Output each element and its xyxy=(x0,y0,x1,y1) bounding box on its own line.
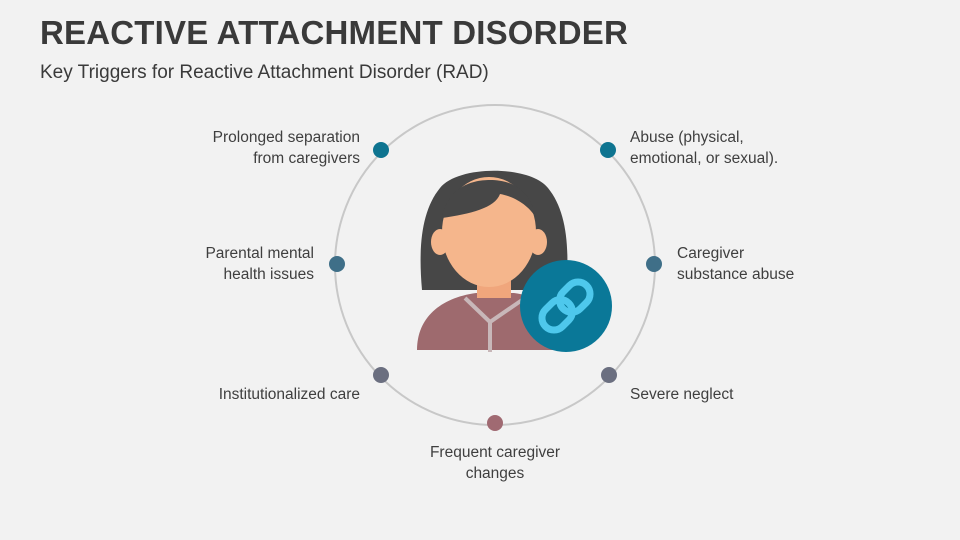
label-prolonged-separation: Prolonged separation from caregivers xyxy=(212,129,360,167)
dot-caregiver-substance-abuse xyxy=(646,256,662,272)
chain-link-badge xyxy=(520,260,612,352)
label-parental-mental-health: Parental mental health issues xyxy=(205,245,314,283)
dot-prolonged-separation xyxy=(373,142,389,158)
label-institutionalized-care: Institutionalized care xyxy=(218,386,360,403)
label-abuse: Abuse (physical, emotional, or sexual). xyxy=(630,129,779,167)
label-frequent-caregiver-changes: Frequent caregiver changes xyxy=(429,444,561,482)
dot-frequent-caregiver-changes xyxy=(487,415,503,431)
label-caregiver-substance-abuse: Caregiver substance abuse xyxy=(677,245,795,283)
dot-severe-neglect xyxy=(601,367,617,383)
chain-link-icon xyxy=(538,278,594,334)
dot-parental-mental-health xyxy=(329,256,345,272)
label-severe-neglect: Severe neglect xyxy=(630,386,734,403)
slide-title: REACTIVE ATTACHMENT DISORDER xyxy=(40,14,628,51)
woman-avatar-icon xyxy=(417,170,573,352)
dot-institutionalized-care xyxy=(373,367,389,383)
slide-subtitle: Key Triggers for Reactive Attachment Dis… xyxy=(40,62,489,83)
dot-abuse xyxy=(600,142,616,158)
